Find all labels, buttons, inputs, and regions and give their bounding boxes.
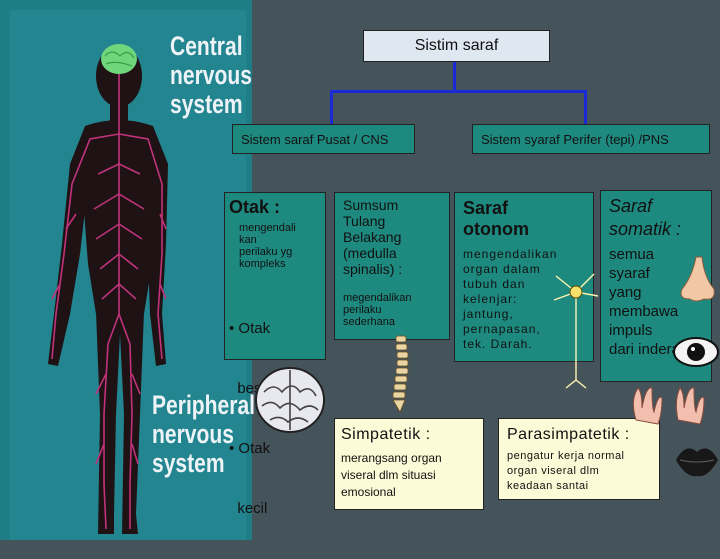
otak-item: • Otak: [229, 440, 271, 457]
simpatetik-node: Simpatetik : merangsang organ viseral dl…: [334, 418, 484, 510]
otak-node: Otak : mengendali kan perilaku yg komple…: [224, 192, 326, 517]
simpatetik-desc-line: viseral dlm situasi: [341, 468, 436, 482]
root-node: Sistim saraf: [363, 30, 550, 62]
lips-icon: [676, 448, 718, 477]
cns-figure-title: Central nervous system: [170, 32, 252, 119]
otonom-desc-line: organ dalam: [463, 262, 541, 276]
parasimpatetik-desc-line: keadaan santai: [507, 480, 589, 492]
cns-connector: [330, 90, 333, 124]
simpatetik-title: Simpatetik :: [341, 426, 431, 443]
pns-title-line-2: nervous: [152, 419, 234, 449]
illustration-panel: Central nervous system Peripheral nervou…: [0, 0, 255, 540]
somatik-desc-line: dari indera: [609, 341, 680, 358]
sumsum-node: Sumsum Tulang Belakang (medulla spinalis…: [334, 192, 450, 340]
otak-desc-line: mengendali: [239, 222, 296, 234]
cns-title-line-1: Central: [170, 31, 243, 61]
pns-label: Sistem syaraf Perifer (tepi) /PNS: [481, 132, 669, 147]
otak-desc-line: kan: [239, 234, 257, 246]
otonom-title-line: Saraf: [463, 198, 509, 218]
spine-icon: [392, 335, 409, 413]
sumsum-desc-line: megendalikan: [343, 292, 412, 304]
pns-node: Sistem syaraf Perifer (tepi) /PNS: [472, 124, 710, 154]
otonom-desc-line: mengendalikan: [463, 247, 558, 261]
root-connector-bar: [330, 90, 586, 93]
somatik-title-line: somatik :: [609, 219, 682, 239]
otak-title: Otak :: [229, 197, 281, 217]
otonom-desc-line: tubuh dan: [463, 277, 526, 291]
pns-connector: [584, 90, 587, 124]
eye-icon: [673, 337, 719, 367]
sumsum-title-line: spinalis) :: [343, 261, 403, 277]
otonom-desc-line: jantung,: [463, 307, 514, 321]
nervous-system-figure: [48, 44, 168, 534]
pns-figure-title: Peripheral nervous system: [152, 391, 255, 478]
cns-title-line-3: system: [170, 89, 243, 119]
otak-item: • Otak: [229, 320, 271, 337]
sumsum-title-line: Tulang: [343, 213, 386, 229]
parasimpatetik-desc-line: organ viseral dlm: [507, 465, 600, 477]
pns-title-line-3: system: [152, 448, 225, 478]
parasimpatetik-desc-line: pengatur kerja normal: [507, 450, 625, 462]
root-label: Sistim saraf: [414, 37, 499, 54]
parasimpatetik-node: Parasimpatetik : pengatur kerja normal o…: [498, 418, 660, 500]
cns-node: Sistem saraf Pusat / CNS: [232, 124, 415, 154]
sumsum-title: Sumsum Tulang Belakang (medulla spinalis…: [343, 197, 402, 277]
sumsum-description: megendalikan perilaku sederhana: [343, 292, 412, 328]
otonom-title: Saraf otonom: [463, 198, 529, 240]
somatik-desc-line: membawa: [609, 303, 679, 320]
otonom-description: mengendalikan organ dalam tubuh dan kele…: [463, 247, 557, 352]
hand-icon: [632, 387, 705, 425]
sumsum-title-line: Belakang: [343, 229, 402, 245]
somatik-desc-line: impuls: [609, 322, 653, 339]
somatik-description: semua syaraf yang membawa impuls dari in…: [609, 245, 680, 359]
simpatetik-description: merangsang organ viseral dlm situasi emo…: [341, 450, 442, 501]
simpatetik-desc-line: merangsang organ: [341, 451, 442, 465]
otak-description: mengendali kan perilaku yg kompleks: [239, 222, 296, 270]
otonom-title-line: otonom: [463, 219, 529, 239]
otak-item: kecil: [229, 500, 268, 517]
cns-label: Sistem saraf Pusat / CNS: [241, 132, 389, 147]
parasimpatetik-title: Parasimpatetik :: [507, 426, 630, 443]
otak-desc-line: perilaku yg: [239, 246, 293, 258]
otonom-desc-line: tek. Darah.: [463, 337, 533, 351]
root-connector-stem: [453, 62, 456, 92]
otonom-node: Saraf otonom mengendalikan organ dalam t…: [454, 192, 594, 362]
somatik-desc-line: syaraf: [609, 265, 650, 282]
parasimpatetik-description: pengatur kerja normal organ viseral dlm …: [507, 449, 625, 494]
sumsum-desc-line: perilaku: [343, 304, 382, 316]
cns-title-line-2: nervous: [170, 60, 252, 90]
otonom-desc-line: kelenjar:: [463, 292, 518, 306]
sumsum-desc-line: sederhana: [343, 316, 395, 328]
simpatetik-desc-line: emosional: [341, 485, 396, 499]
neuron-icon: [553, 273, 599, 389]
sumsum-title-line: Sumsum: [343, 197, 399, 213]
pns-title-line-1: Peripheral: [152, 390, 256, 420]
brain-icon: [255, 367, 325, 433]
otak-desc-line: kompleks: [239, 258, 286, 270]
nose-icon: [680, 256, 715, 302]
somatik-title: Saraf somatik :: [609, 195, 681, 241]
somatik-desc-line: yang: [609, 284, 642, 301]
otonom-desc-line: pernapasan,: [463, 322, 541, 336]
sumsum-title-line: (medulla: [343, 245, 397, 261]
somatik-title-line: Saraf: [609, 196, 653, 216]
somatik-desc-line: semua: [609, 246, 655, 263]
